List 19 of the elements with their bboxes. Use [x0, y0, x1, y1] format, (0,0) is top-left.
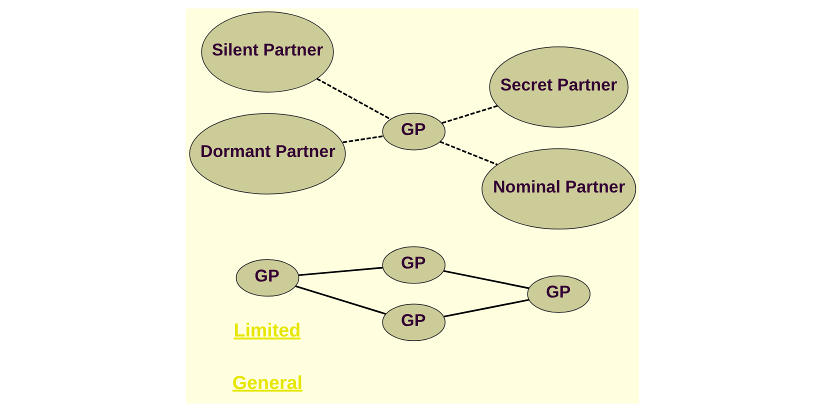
node-ellipse: Silent Partner: [200, 11, 334, 93]
connector: [316, 78, 391, 120]
node-ellipse: GP: [382, 304, 446, 342]
node-ellipse: Nominal Partner: [481, 148, 636, 230]
connector: [294, 285, 386, 315]
connector: [441, 105, 498, 124]
connector: [443, 299, 529, 318]
connector: [443, 270, 529, 290]
label: General: [232, 372, 302, 393]
node-ellipse: Dormant Partner: [188, 113, 346, 194]
connector: [298, 266, 382, 276]
node-ellipse: GP: [235, 259, 299, 297]
node-ellipse: GP: [526, 275, 590, 313]
label: Limited: [233, 320, 300, 341]
connector: [342, 135, 383, 144]
connector: [439, 140, 498, 166]
node-ellipse: GP: [382, 112, 446, 150]
node-ellipse: GP: [382, 246, 446, 284]
node-ellipse: Secret Partner: [488, 46, 628, 128]
